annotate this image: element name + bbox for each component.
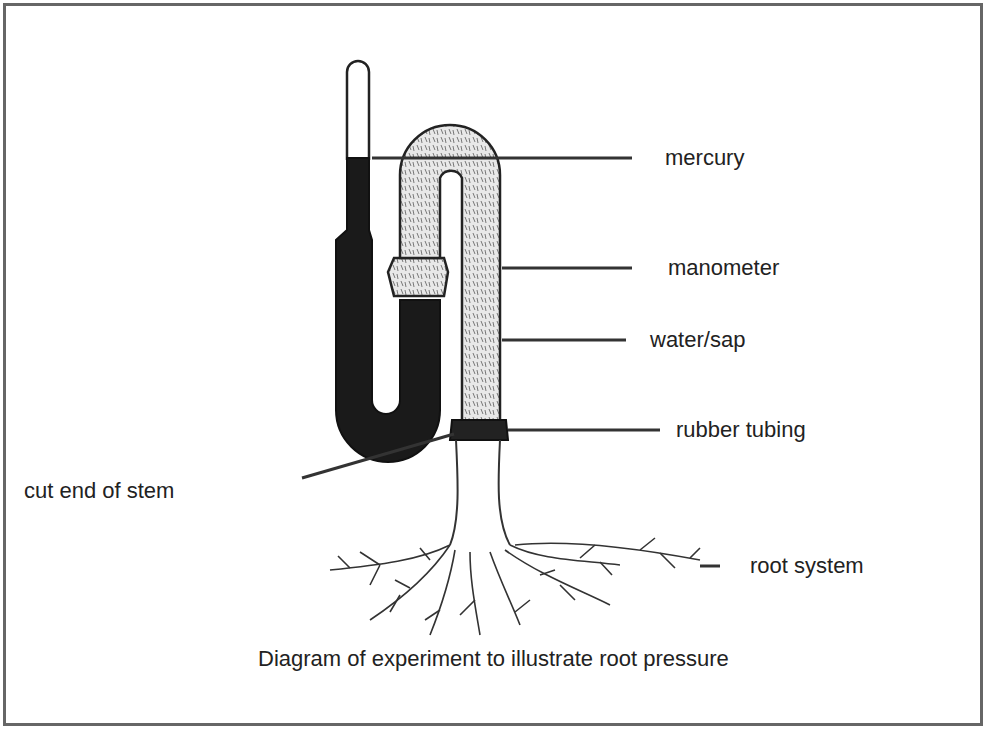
part-label: water/sap [650,329,745,351]
part-label: root system [750,555,864,577]
part-label: rubber tubing [676,419,806,441]
part-label: manometer [668,257,779,279]
figure-caption: Diagram of experiment to illustrate root… [258,648,729,670]
part-label: cut end of stem [24,480,174,502]
part-label: mercury [665,147,744,169]
